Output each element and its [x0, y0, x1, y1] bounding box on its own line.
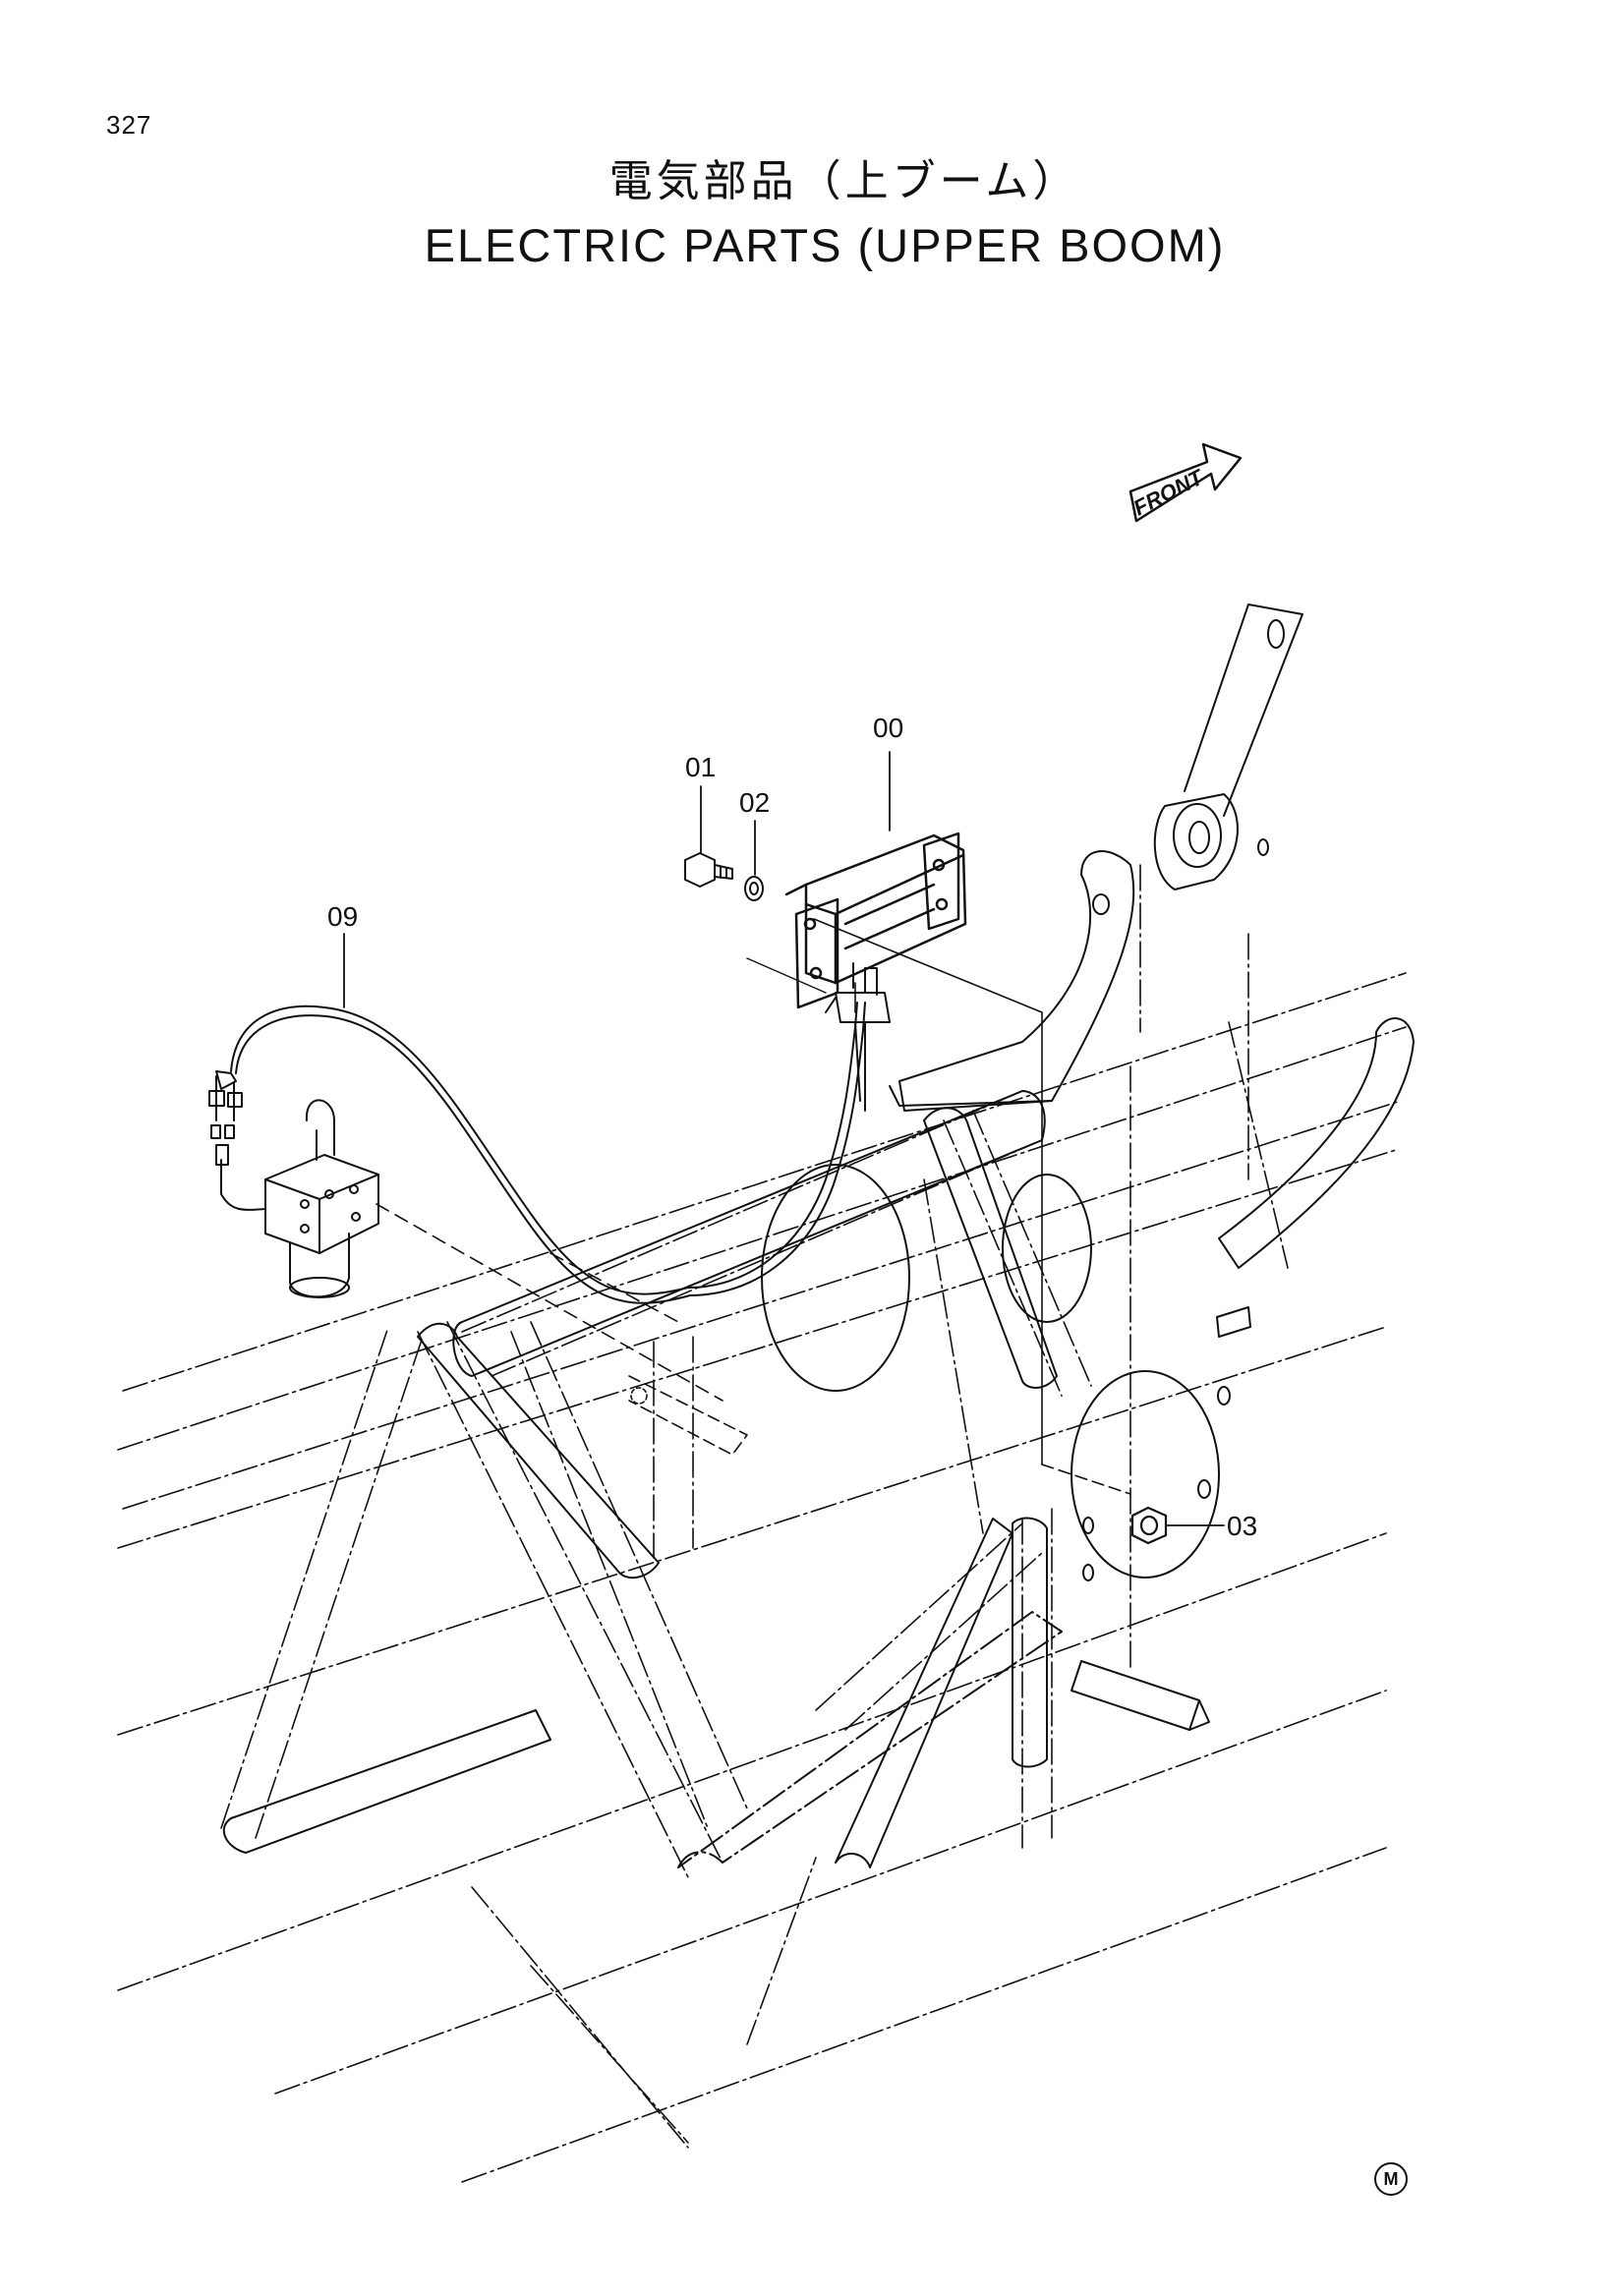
part-00-control-unit	[746, 832, 967, 1009]
page-number: 327	[106, 110, 152, 140]
front-direction-indicator: FRONT	[1128, 442, 1243, 523]
part-01-bolt	[684, 852, 733, 888]
front-label: FRONT	[1129, 464, 1208, 520]
callout-00: 00	[873, 713, 903, 743]
callout-09: 09	[327, 901, 358, 932]
assembly-lines	[376, 918, 1131, 1495]
page-title-japanese: 電気部品（上ブーム）	[608, 156, 1080, 206]
callout-03: 03	[1227, 1511, 1257, 1541]
page-title-english: ELECTRIC PARTS (UPPER BOOM)	[424, 219, 1226, 271]
callout-02: 02	[739, 787, 770, 818]
callout-leaders	[343, 751, 1225, 1526]
footer-mark: M	[1374, 2162, 1408, 2196]
part-03-nut	[1130, 1506, 1168, 1545]
boom-frame	[117, 864, 1407, 2183]
title-block: 電気部品（上ブーム） ELECTRIC PARTS (UPPER BOOM)	[0, 145, 1620, 272]
part-09-wire-harness	[208, 962, 891, 1304]
sensor-unit	[210, 1099, 379, 1298]
part-02-washer	[744, 876, 764, 901]
callout-01: 01	[685, 752, 716, 782]
boom-tubes	[222, 603, 1415, 1868]
